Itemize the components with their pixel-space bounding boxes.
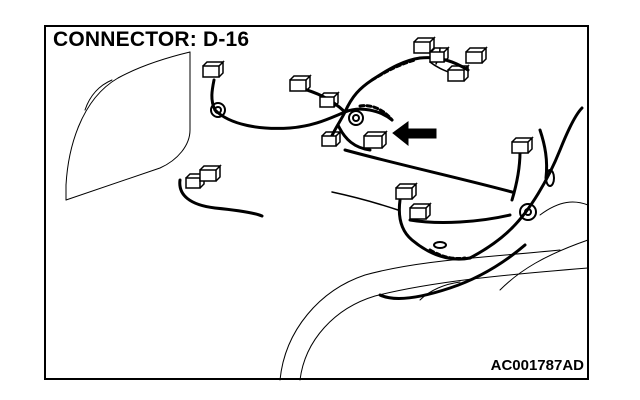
connector	[321, 130, 342, 147]
grommets	[210, 102, 555, 249]
branch-wires	[331, 47, 459, 211]
diagram-frame	[44, 25, 589, 380]
connector	[395, 182, 418, 200]
main-harness	[178, 56, 584, 301]
connectors	[185, 36, 534, 220]
tape-segments	[358, 58, 467, 260]
connector	[289, 74, 312, 92]
connector	[319, 91, 340, 108]
connector	[465, 46, 488, 64]
connector	[202, 60, 225, 78]
connector	[511, 136, 534, 154]
figure-id: AC001787AD	[490, 357, 584, 374]
connector-d-16	[363, 130, 388, 149]
connector	[199, 164, 222, 182]
callout-arrow-icon	[392, 121, 437, 147]
diagram-title: CONNECTOR: D-16	[53, 28, 250, 51]
connector	[429, 46, 450, 63]
connector	[447, 64, 470, 82]
connector	[409, 202, 432, 220]
